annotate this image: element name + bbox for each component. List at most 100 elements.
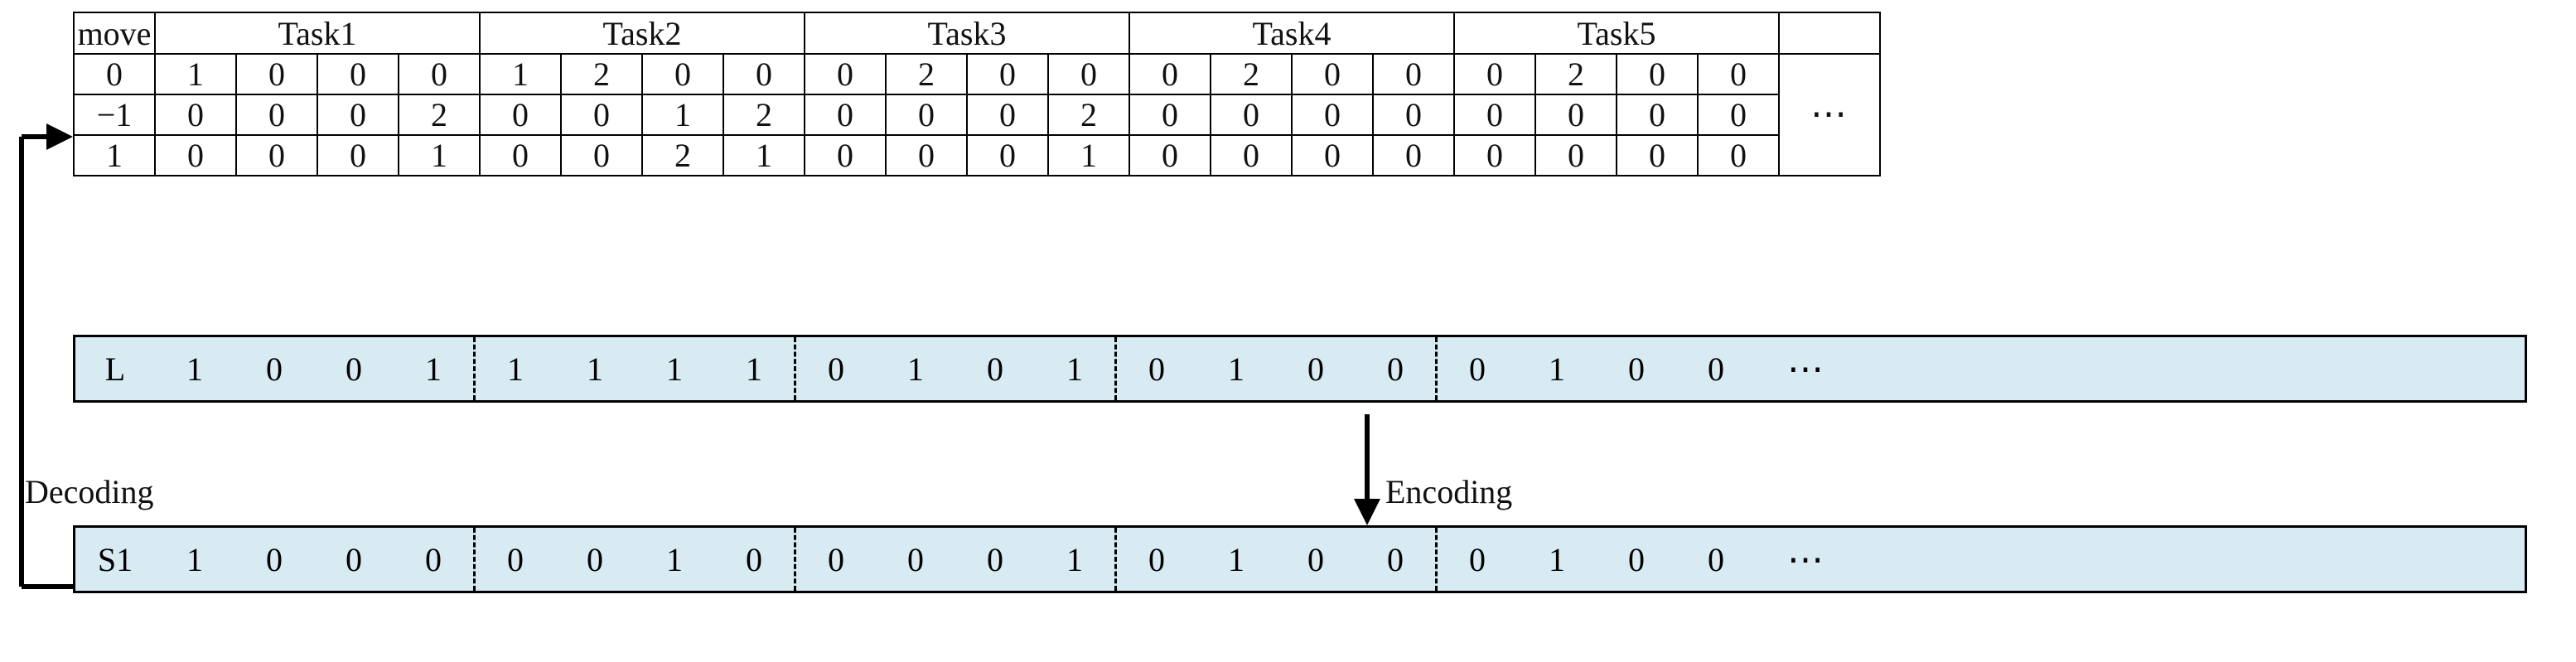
bit-cell: 0 xyxy=(828,350,844,388)
matrix-cell-highlighted: 0 xyxy=(1210,134,1293,176)
bit-cell: 1 xyxy=(1549,350,1565,388)
bit-cell: 1 xyxy=(1228,540,1245,578)
bit-cell: 1 xyxy=(746,350,762,388)
decoding-arrow xyxy=(19,123,73,589)
matrix-cell: 2 xyxy=(560,53,643,95)
bit-cell: 1 xyxy=(587,350,603,388)
table-overflow-header xyxy=(1778,12,1881,55)
bit-cell: 0 xyxy=(1628,350,1645,388)
bit-cell: 0 xyxy=(425,540,442,578)
matrix-cell: 0 xyxy=(1616,94,1699,136)
matrix-cell-highlighted: 2 xyxy=(1534,53,1617,95)
matrix-cell: 0 xyxy=(1372,53,1455,95)
bit-cell: 0 xyxy=(1469,540,1486,578)
matrix-cell-highlighted: 0 xyxy=(1210,94,1293,136)
matrix-cell: 1 xyxy=(479,53,562,95)
matrix-cell-highlighted: 2 xyxy=(1047,94,1130,136)
matrix-cell: 0 xyxy=(966,53,1049,95)
matrix-cell-highlighted: 0 xyxy=(641,53,724,95)
matrix-cell-highlighted: 2 xyxy=(1210,53,1293,95)
matrix-cell: 0 xyxy=(479,94,562,136)
matrix-cell: 0 xyxy=(804,94,887,136)
matrix-cell: 0 xyxy=(479,134,562,176)
bit-cell: 1 xyxy=(1066,540,1083,578)
vector-S1-overflow: ⋯ xyxy=(1787,539,1824,580)
matrix-cell: 0 xyxy=(723,53,805,95)
bit-cell: 0 xyxy=(1307,540,1324,578)
bit-cell: 0 xyxy=(346,540,362,578)
bit-cell: 1 xyxy=(666,540,683,578)
matrix-cell: 0 xyxy=(1697,134,1780,176)
bit-cell: 1 xyxy=(425,350,442,388)
bit-cell: 0 xyxy=(1708,350,1724,388)
matrix-cell: 0 xyxy=(1129,94,1211,136)
matrix-cell: 0 xyxy=(560,94,643,136)
matrix-cell: 0 xyxy=(235,134,318,176)
ellipsis-icon: ⋯ xyxy=(1810,94,1849,134)
matrix-cell: 0 xyxy=(1453,94,1536,136)
bit-cell: 1 xyxy=(666,350,683,388)
matrix-cell: 0 xyxy=(1453,53,1536,95)
matrix-cell: 0 xyxy=(966,94,1049,136)
bit-cell: 1 xyxy=(186,350,203,388)
matrix-cell: 1 xyxy=(398,134,481,176)
matrix-cell: 0 xyxy=(1616,53,1699,95)
matrix-cell-highlighted: 0 xyxy=(1047,53,1130,95)
bit-group: 0 1 0 0 xyxy=(1114,528,1435,591)
matrix-cell-highlighted: 1 xyxy=(1047,134,1130,176)
row-label-cell: 1 xyxy=(73,134,156,176)
matrix-cell: 0 xyxy=(398,53,481,95)
group-header-task4: Task4 xyxy=(1129,12,1455,55)
bit-cell: 0 xyxy=(828,540,844,578)
matrix-cell: 0 xyxy=(1697,53,1780,95)
bit-cell: 0 xyxy=(987,540,1003,578)
bit-cell: 0 xyxy=(1148,350,1165,388)
matrix-cell: 0 xyxy=(235,94,318,136)
bit-cell: 0 xyxy=(507,540,524,578)
bit-cell: 0 xyxy=(746,540,762,578)
matrix-cell: 0 xyxy=(1372,94,1455,136)
bit-cell: 1 xyxy=(1066,350,1083,388)
matrix-cell: 0 xyxy=(1291,94,1374,136)
matrix-cell: 1 xyxy=(723,134,805,176)
group-header-task2: Task2 xyxy=(479,12,805,55)
bit-cell: 0 xyxy=(1307,350,1324,388)
matrix-cell: 2 xyxy=(885,53,968,95)
matrix-cell: 0 xyxy=(1372,134,1455,176)
vector-L-label: L xyxy=(104,350,126,388)
bit-cell: 0 xyxy=(1148,540,1165,578)
matrix-cell: 0 xyxy=(1697,94,1780,136)
matrix-cell-highlighted: 0 xyxy=(1534,94,1617,136)
matrix-cell: 2 xyxy=(398,94,481,136)
group-header-task1: Task1 xyxy=(154,12,481,55)
matrix-cell: 0 xyxy=(1129,53,1211,95)
bit-cell: 0 xyxy=(1387,540,1404,578)
bit-cell: 0 xyxy=(266,540,283,578)
matrix-cell: 0 xyxy=(804,53,887,95)
bit-cell: 0 xyxy=(266,350,283,388)
vector-L-overflow: ⋯ xyxy=(1787,348,1824,389)
group-header-task5: Task5 xyxy=(1453,12,1780,55)
group-header-task3: Task3 xyxy=(804,12,1130,55)
matrix-cell: 0 xyxy=(317,94,399,136)
matrix-cell: 0 xyxy=(804,134,887,176)
matrix-cell: 0 xyxy=(885,134,968,176)
matrix-cell-highlighted: 1 xyxy=(154,53,237,95)
matrix-cell: 0 xyxy=(1291,134,1374,176)
matrix-cell: 2 xyxy=(723,94,805,136)
bit-cell: 0 xyxy=(346,350,362,388)
matrix-cell: 0 xyxy=(235,53,318,95)
matrix-cell-highlighted: 0 xyxy=(154,134,237,176)
matrix-cell: 0 xyxy=(966,134,1049,176)
matrix-cell: 0 xyxy=(317,53,399,95)
